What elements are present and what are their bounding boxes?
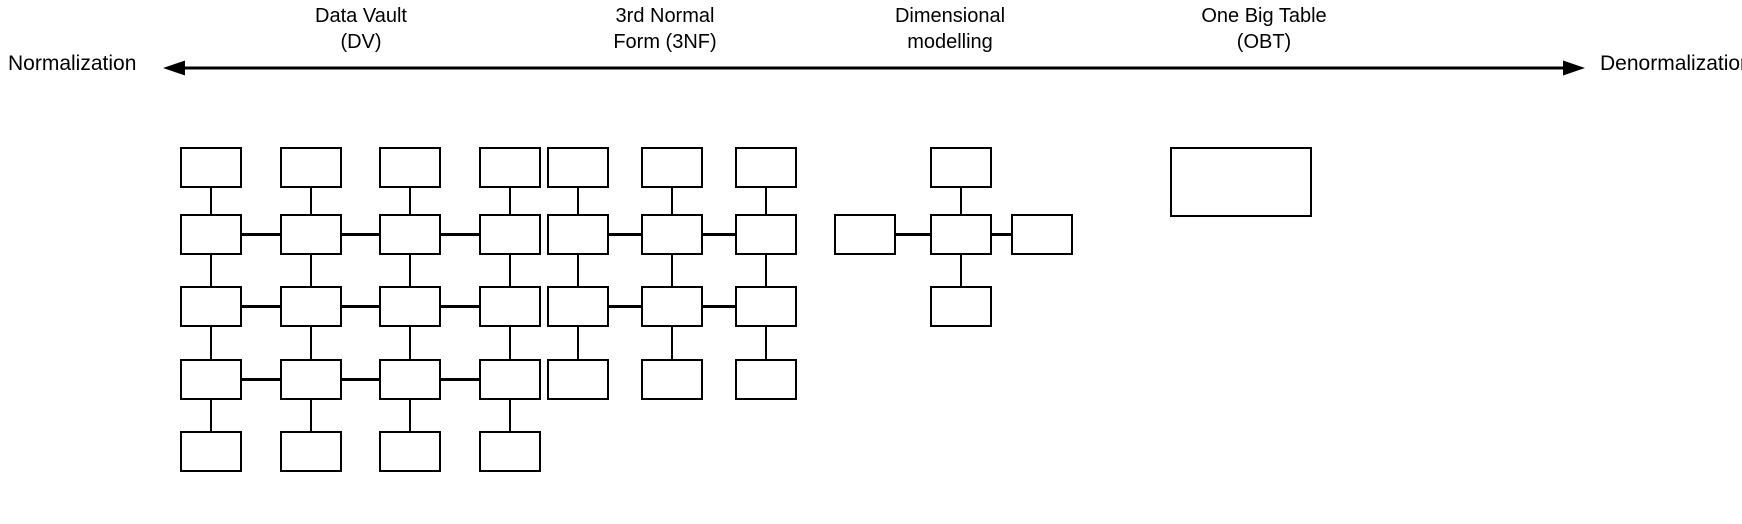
third-normal-form-table-node — [641, 286, 703, 327]
third-normal-form-table-node — [547, 359, 609, 400]
data-vault-table-node — [280, 286, 342, 327]
data-vault-vertical-connector — [309, 188, 313, 214]
data-vault-horizontal-connector — [342, 305, 379, 308]
data-vault-horizontal-connector — [441, 305, 479, 308]
third-normal-form-table-node — [735, 286, 797, 327]
third-normal-form-horizontal-connector — [609, 233, 641, 236]
data-vault-vertical-connector — [209, 400, 213, 431]
dimension-table-node — [930, 286, 992, 327]
data-vault-vertical-connector — [209, 255, 213, 286]
third-normal-form-vertical-connector — [576, 327, 580, 359]
third-normal-form-table-node — [547, 286, 609, 327]
double-headed-arrow — [163, 60, 1585, 76]
data-vault-table-node — [379, 214, 441, 255]
dimension-table-node — [834, 214, 896, 255]
column-title-dimensional-modelling: Dimensional modelling — [894, 5, 1006, 53]
data-vault-vertical-connector — [508, 188, 512, 214]
data-vault-vertical-connector — [508, 327, 512, 359]
third-normal-form-table-node — [735, 147, 797, 188]
axis-label-denormalization: Denormalization — [1600, 52, 1742, 75]
data-vault-table-node — [479, 431, 541, 472]
data-vault-table-node — [379, 431, 441, 472]
data-vault-horizontal-connector — [242, 233, 280, 236]
third-normal-form-table-node — [547, 147, 609, 188]
third-normal-form-horizontal-connector — [703, 233, 735, 236]
data-vault-table-node — [180, 147, 242, 188]
data-vault-vertical-connector — [309, 327, 313, 359]
data-vault-table-node — [479, 214, 541, 255]
column-title-third-normal-form: 3rd Normal Form (3NF) — [613, 5, 717, 53]
dimensional-horizontal-connector — [896, 233, 930, 236]
data-vault-vertical-connector — [309, 255, 313, 286]
data-vault-table-node — [180, 431, 242, 472]
third-normal-form-vertical-connector — [670, 188, 674, 214]
data-vault-horizontal-connector — [342, 378, 379, 381]
data-vault-vertical-connector — [209, 188, 213, 214]
dimension-table-node — [1011, 214, 1073, 255]
data-vault-table-node — [479, 147, 541, 188]
third-normal-form-vertical-connector — [670, 327, 674, 359]
third-normal-form-vertical-connector — [576, 255, 580, 286]
third-normal-form-table-node — [547, 214, 609, 255]
data-vault-vertical-connector — [508, 400, 512, 431]
third-normal-form-vertical-connector — [670, 255, 674, 286]
third-normal-form-vertical-connector — [764, 188, 768, 214]
data-vault-horizontal-connector — [242, 305, 280, 308]
data-vault-table-node — [379, 147, 441, 188]
data-vault-vertical-connector — [408, 255, 412, 286]
data-vault-table-node — [180, 214, 242, 255]
data-vault-vertical-connector — [508, 255, 512, 286]
data-vault-vertical-connector — [408, 400, 412, 431]
data-vault-table-node — [180, 286, 242, 327]
dimensional-vertical-connector — [959, 255, 963, 286]
data-vault-table-node — [280, 359, 342, 400]
third-normal-form-horizontal-connector — [703, 305, 735, 308]
column-title-one-big-table: One Big Table (OBT) — [1201, 5, 1327, 53]
data-vault-horizontal-connector — [441, 233, 479, 236]
dimensional-horizontal-connector — [992, 233, 1011, 236]
dimension-table-node — [930, 147, 992, 188]
third-normal-form-vertical-connector — [576, 188, 580, 214]
axis-label-normalization: Normalization — [8, 52, 137, 75]
data-vault-table-node — [180, 359, 242, 400]
data-vault-table-node — [479, 286, 541, 327]
data-vault-table-node — [479, 359, 541, 400]
third-normal-form-table-node — [735, 359, 797, 400]
third-normal-form-horizontal-connector — [609, 305, 641, 308]
third-normal-form-table-node — [641, 359, 703, 400]
data-vault-vertical-connector — [408, 327, 412, 359]
third-normal-form-table-node — [735, 214, 797, 255]
third-normal-form-vertical-connector — [764, 255, 768, 286]
data-vault-vertical-connector — [209, 327, 213, 359]
third-normal-form-vertical-connector — [764, 327, 768, 359]
data-vault-horizontal-connector — [242, 378, 280, 381]
data-vault-vertical-connector — [309, 400, 313, 431]
data-vault-vertical-connector — [408, 188, 412, 214]
dimensional-vertical-connector — [959, 188, 963, 214]
one-big-table-node — [1170, 147, 1312, 217]
data-vault-table-node — [280, 431, 342, 472]
third-normal-form-table-node — [641, 147, 703, 188]
data-vault-table-node — [280, 147, 342, 188]
data-vault-table-node — [280, 214, 342, 255]
data-vault-horizontal-connector — [441, 378, 479, 381]
third-normal-form-table-node — [641, 214, 703, 255]
data-vault-horizontal-connector — [342, 233, 379, 236]
data-vault-table-node — [379, 359, 441, 400]
data-vault-table-node — [379, 286, 441, 327]
fact-table-node — [930, 214, 992, 255]
column-title-data-vault: Data Vault (DV) — [315, 5, 407, 53]
